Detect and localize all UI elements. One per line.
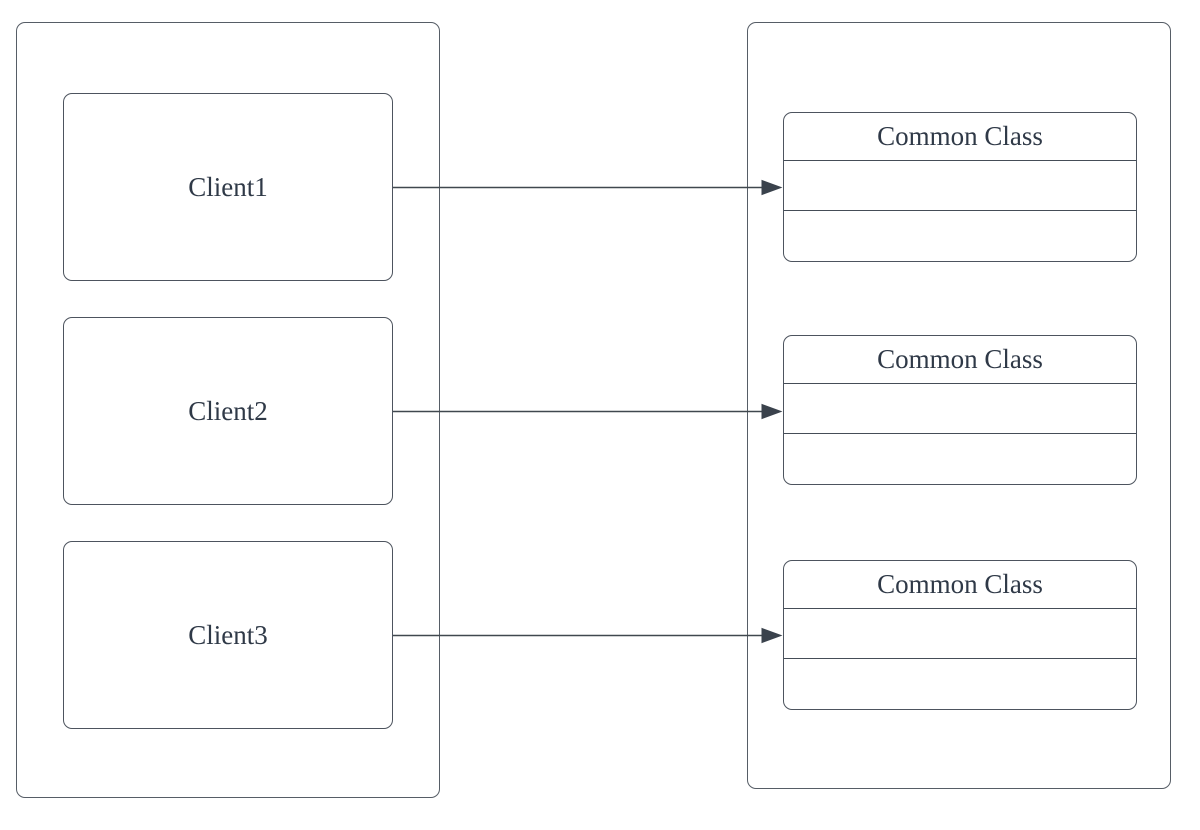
client2-node[interactable]: Client2 xyxy=(63,317,393,505)
common-class-2-attributes-compartment xyxy=(784,384,1136,434)
arrow-client1-to-class1 xyxy=(393,179,783,196)
common-class-2-title: Common Class xyxy=(784,336,1136,384)
client1-label: Client1 xyxy=(188,171,268,202)
common-class-node-2[interactable]: Common Class xyxy=(783,335,1137,485)
common-class-1-title: Common Class xyxy=(784,113,1136,161)
common-class-2-methods-compartment xyxy=(784,434,1136,484)
common-class-3-attributes-compartment xyxy=(784,609,1136,659)
common-class-3-title: Common Class xyxy=(784,561,1136,609)
arrow-client3-to-class3 xyxy=(393,627,783,644)
client3-label: Client3 xyxy=(188,619,268,650)
client3-node[interactable]: Client3 xyxy=(63,541,393,729)
common-class-node-3[interactable]: Common Class xyxy=(783,560,1137,710)
common-class-1-attributes-compartment xyxy=(784,161,1136,211)
common-class-node-1[interactable]: Common Class xyxy=(783,112,1137,262)
arrow-client2-to-class2 xyxy=(393,403,783,420)
common-class-1-methods-compartment xyxy=(784,211,1136,261)
client1-node[interactable]: Client1 xyxy=(63,93,393,281)
client2-label: Client2 xyxy=(188,395,268,426)
common-class-3-methods-compartment xyxy=(784,659,1136,709)
